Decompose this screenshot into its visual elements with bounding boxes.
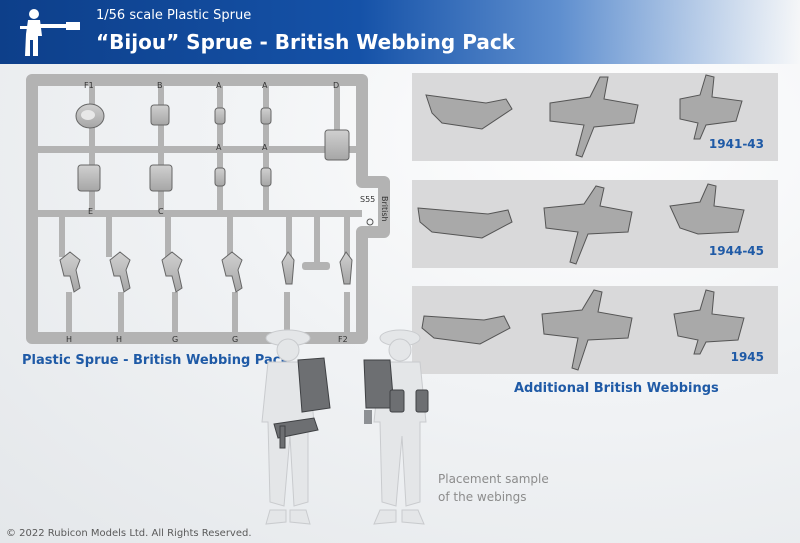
webbing-year-1: 1941-43 (708, 137, 764, 151)
sprue-frame: F1 B A A D A A E C H H G G F2 S55 Britis… (26, 74, 390, 344)
sprue-caption: Plastic Sprue - British Webbing Pack (22, 353, 290, 368)
part-label-a3: A (216, 143, 222, 152)
sprue-side-text: British (380, 196, 389, 222)
webbing-render-1 (425, 74, 743, 158)
part-label-g2: G (232, 335, 238, 344)
part-label-a4: A (262, 143, 268, 152)
part-label-h1: H (66, 335, 72, 344)
soldier-silhouette-icon (20, 9, 80, 56)
part-label-e: E (88, 207, 93, 216)
part-label-a1: A (216, 81, 222, 90)
header-banner: 1/56 scale Plastic Sprue “Bijou” Sprue -… (0, 0, 800, 64)
part-label-b: B (157, 81, 163, 90)
part-label-h2: H (116, 335, 122, 344)
part-label-f2: F2 (338, 335, 348, 344)
part-label-c: C (158, 207, 164, 216)
webbing-panel-3: 1945 (412, 286, 778, 374)
placement-caption: Placement sample of the webings (438, 470, 549, 506)
part-label-d: D (333, 81, 339, 90)
webbing-render-3 (421, 289, 745, 371)
header-subtitle: 1/56 scale Plastic Sprue (96, 8, 252, 23)
webbing-year-3: 1945 (730, 350, 764, 364)
webbing-panel-2: 1944-45 (412, 180, 778, 268)
placement-line-2: of the webings (438, 490, 527, 504)
header-title: “Bijou” Sprue - British Webbing Pack (96, 30, 515, 54)
part-label-f1: F1 (84, 81, 94, 90)
placement-line-1: Placement sample (438, 472, 549, 486)
part-label-g1: G (172, 335, 178, 344)
copyright-text: © 2022 Rubicon Models Ltd. All Rights Re… (6, 528, 252, 539)
webbing-render-2 (417, 183, 745, 265)
webbings-caption: Additional British Webbings (514, 381, 719, 396)
webbing-panel-1: 1941-43 (412, 73, 778, 161)
webbing-year-2: 1944-45 (708, 244, 764, 258)
part-label-a2: A (262, 81, 268, 90)
placement-figures (261, 329, 429, 525)
sprue-code: S55 (360, 195, 375, 204)
